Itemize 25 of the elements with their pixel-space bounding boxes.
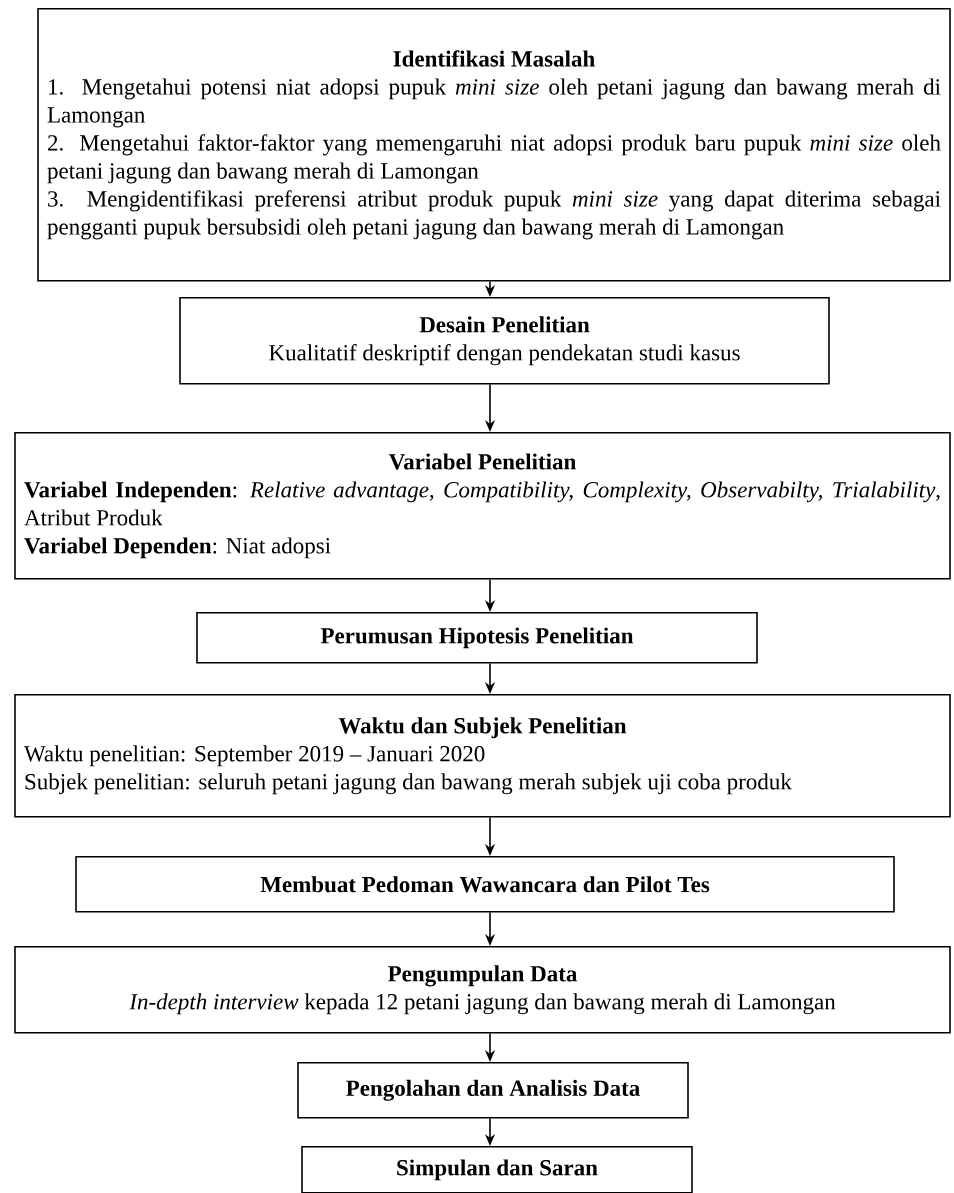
box-heading: Variabel Penelitian — [388, 453, 576, 470]
process-box — [179, 297, 830, 385]
process-box — [75, 856, 895, 913]
box-heading: Perumusan Hipotesis Penelitian — [320, 627, 634, 649]
process-box — [14, 694, 951, 818]
box-heading: Desain Penelitian — [419, 316, 590, 333]
process-box — [14, 946, 951, 1034]
box-text: 3. Mengidentifikasi preferensi atribut produk pupuk mini size yang dapat diterima sebagai pengganti pupuk bersubsidi oleh petani jagung dan bawang merah di Lamongan — [47, 190, 941, 240]
box-heading: Pengumpulan Data — [388, 965, 578, 987]
box-text: Kualitatif deskriptif dengan pendekatan studi kasus — [269, 344, 740, 366]
process-box — [196, 612, 758, 664]
box-text: In-depth interview kepada 12 petani jagung dan bawang merah di Lamongan — [129, 993, 836, 1015]
box-heading: Pengolahan dan Analisis Data — [346, 1079, 640, 1101]
box-heading: Identifikasi Masalah — [393, 50, 595, 67]
box-text: Subjek penelitian: seluruh petani jagung dan bawang merah subjek uji coba produk — [25, 773, 792, 795]
process-box — [301, 1146, 693, 1193]
box-heading: Membuat Pedoman Wawancara dan Pilot Tes — [260, 876, 710, 893]
box-text: Variabel Independen: Relative advantage, Compatibility, Complexity, Observabilty, Trialability, Atribut Produk — [24, 481, 940, 526]
box-text: Variabel Dependen: Niat adopsi — [24, 537, 331, 559]
process-box — [37, 8, 951, 282]
process-box — [14, 432, 951, 580]
box-heading: Simpulan dan Saran — [397, 1159, 598, 1181]
process-box — [297, 1062, 689, 1119]
box-text: Waktu penelitian: September 2019 – Januari 2020 — [24, 745, 485, 767]
box-heading: Waktu dan Subjek Penelitian — [338, 717, 627, 739]
